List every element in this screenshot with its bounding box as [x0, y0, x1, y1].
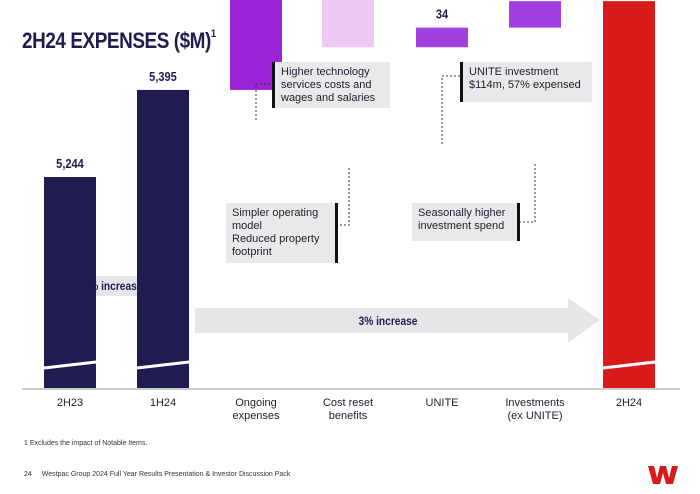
increase-arrow-1: [66, 264, 175, 308]
page-title: 2H24 EXPENSES ($M)1: [22, 28, 216, 53]
callout-ongoing-expenses: Higher technology services costs and wag…: [272, 62, 390, 108]
title-footnote-marker: 1: [210, 28, 216, 40]
axis-break-1: [136, 360, 190, 370]
bar-4: [416, 27, 468, 48]
bar-3: [322, 0, 374, 48]
data-label-1: 5,395: [149, 69, 177, 84]
callout-unite: UNITE investment $114m, 57% expensed: [460, 62, 592, 102]
data-label-4: 34: [436, 7, 449, 22]
page-number: 24: [24, 471, 32, 478]
category-label-4: UNITE: [426, 397, 459, 409]
leader-investments: [520, 164, 536, 223]
callout-investments: Seasonally higher investment spend: [412, 203, 520, 241]
arrow-label-1: 3% increase: [84, 280, 143, 293]
increase-arrow-2: [195, 298, 600, 343]
bar-1: [137, 89, 189, 388]
data-label-0: 5,244: [56, 156, 84, 171]
category-label-1: 1H24: [150, 397, 176, 409]
bar-0: [44, 177, 96, 388]
axis-break-0: [43, 360, 97, 370]
callout-cost-reset: Simpler operating model Reduced property…: [226, 203, 338, 263]
leader-ongoing: [255, 83, 272, 120]
arrow-label-2: 3% increase: [359, 315, 418, 328]
waterfall-chart: 5,2445,395465(391)34465,5492H231H24Ongoi…: [22, 0, 680, 422]
bar-5: [509, 1, 561, 28]
leader-cost-reset: [338, 168, 350, 226]
category-label-6: 2H24: [616, 397, 642, 409]
bar-6: [603, 1, 655, 388]
westpac-w-logo-icon: [648, 466, 678, 484]
leader-unite: [441, 75, 460, 144]
category-label-0: 2H23: [57, 397, 83, 409]
footnote: 1 Excludes the impact of Notable Items.: [24, 440, 148, 447]
axis-break-6: [602, 360, 656, 370]
footer-text: Westpac Group 2024 Full Year Results Pre…: [41, 471, 291, 478]
footer: 24 Westpac Group 2024 Full Year Results P…: [24, 471, 290, 478]
category-label-5: Investments(ex UNITE): [505, 397, 565, 422]
